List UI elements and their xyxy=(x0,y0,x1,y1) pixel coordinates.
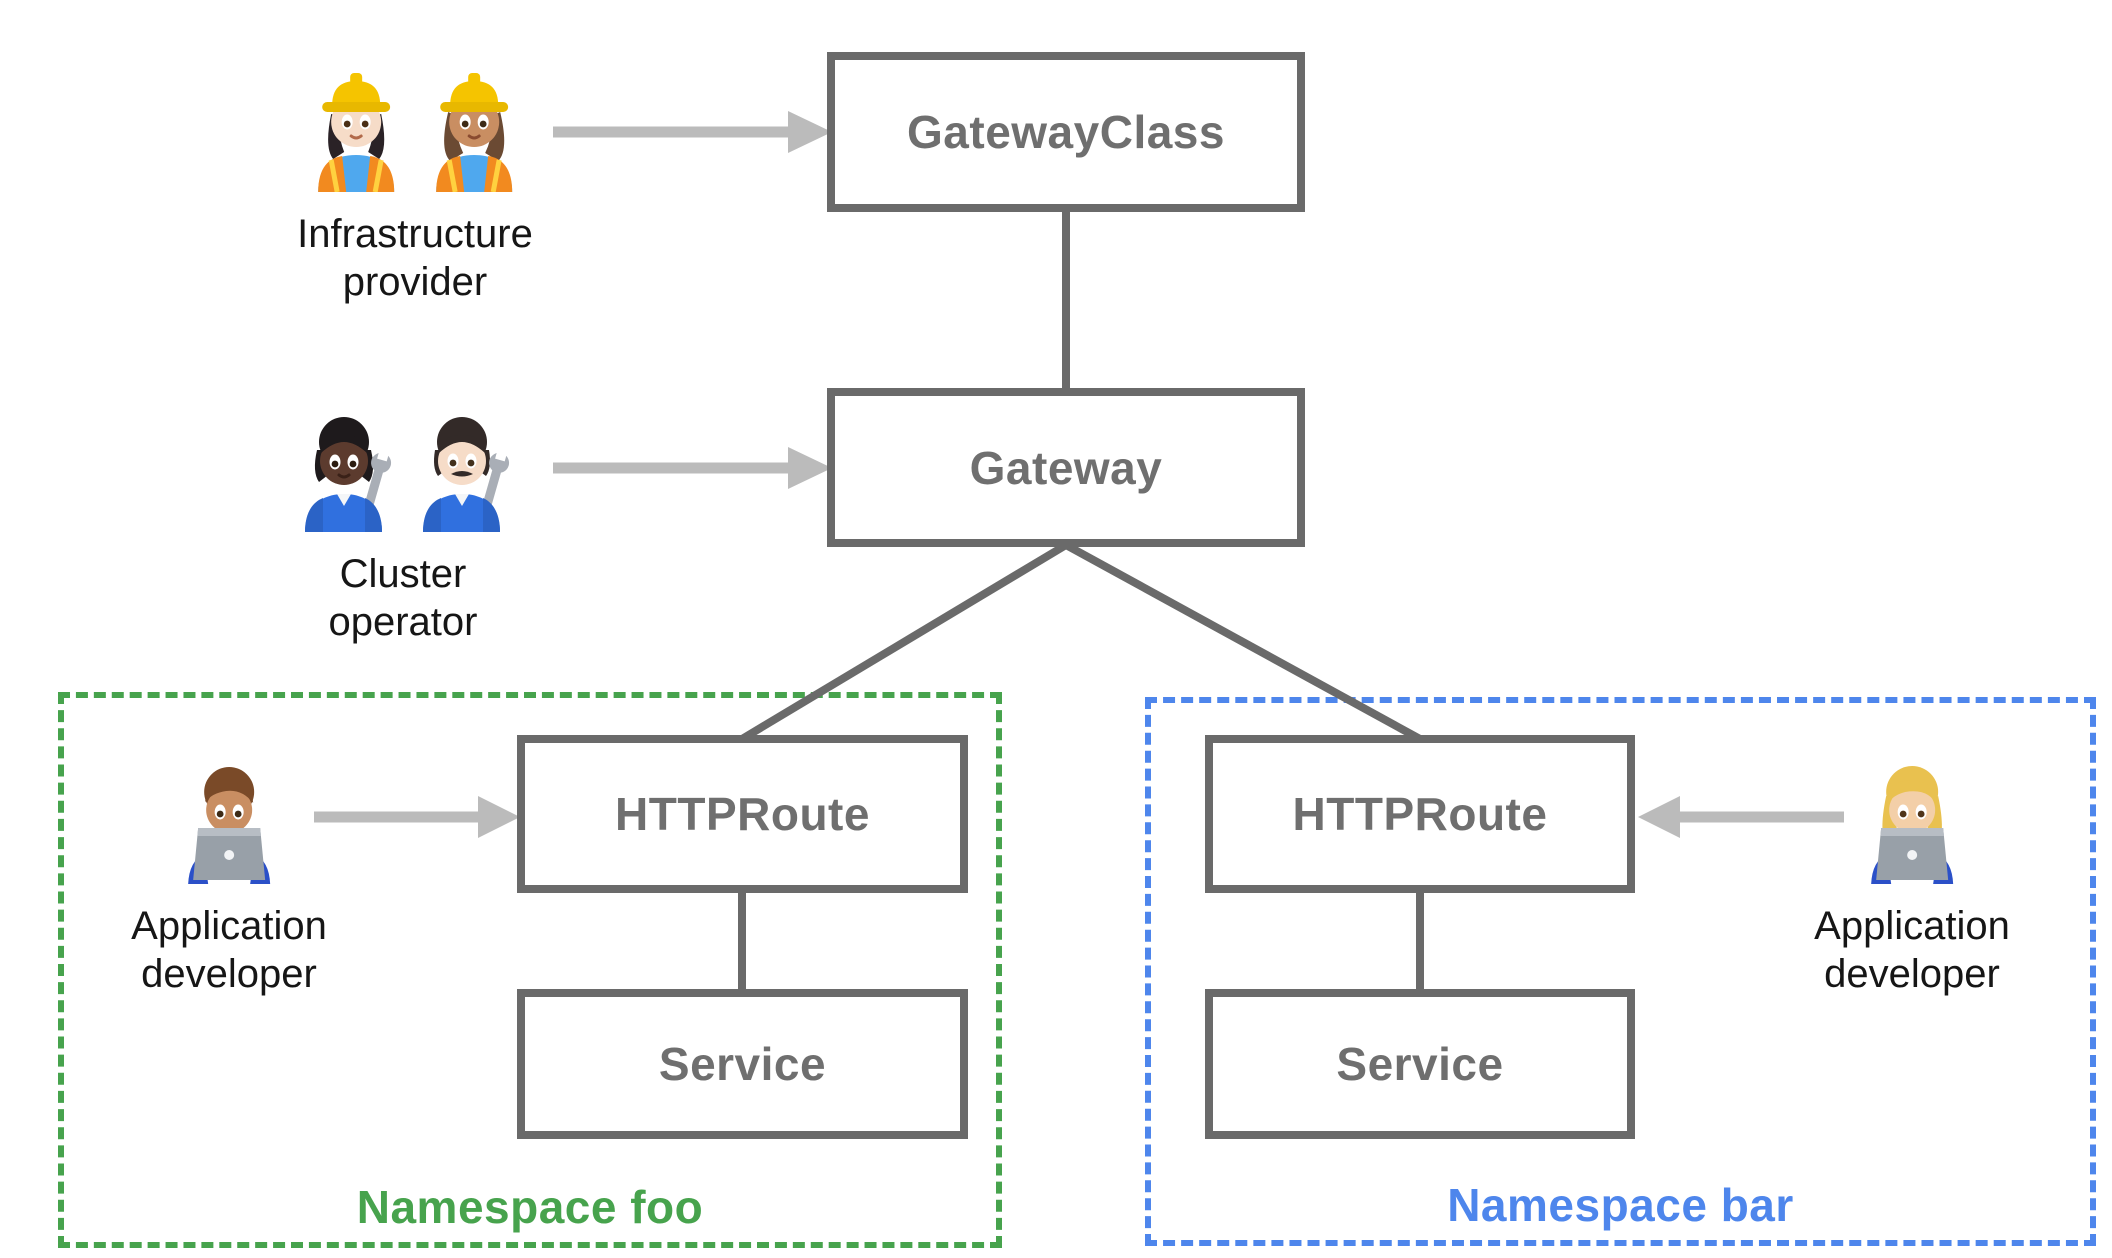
node-service-foo: Service xyxy=(517,989,968,1139)
man-technologist-icon xyxy=(173,752,285,884)
app-developer-bar-label: Application developer xyxy=(1814,904,2010,996)
arrow-infrastructure-provider xyxy=(553,111,832,153)
mechanics-icon xyxy=(288,400,518,532)
node-gateway: Gateway xyxy=(827,388,1305,547)
woman-technologist-icon xyxy=(1856,752,1968,884)
node-gatewayclass: GatewayClass xyxy=(827,52,1305,212)
person-mechanic-dark-icon xyxy=(305,417,392,532)
node-service-bar: Service xyxy=(1205,989,1635,1139)
arrow-cluster-operator xyxy=(553,447,832,489)
node-service-bar-label: Service xyxy=(1336,1038,1504,1090)
construction-workers-icon xyxy=(300,60,530,192)
persona-infrastructure-provider: Infrastructure provider xyxy=(297,60,533,306)
cluster-operator-label: Cluster operator xyxy=(328,552,478,644)
node-service-foo-label: Service xyxy=(658,1038,827,1090)
node-httproute-foo: HTTPRoute xyxy=(517,735,968,893)
infrastructure-provider-label: Infrastructure provider xyxy=(297,212,533,304)
node-gatewayclass-label: GatewayClass xyxy=(907,106,1225,158)
node-httproute-foo-label: HTTPRoute xyxy=(615,788,870,840)
namespace-bar-label: Namespace bar xyxy=(1447,1179,1794,1231)
node-httproute-bar: HTTPRoute xyxy=(1205,735,1635,893)
app-developer-foo-label: Application developer xyxy=(131,904,327,996)
persona-app-developer-bar: Application developer xyxy=(1814,752,2010,998)
man-technologist-icon-glyph xyxy=(188,767,270,884)
node-httproute-bar-label: HTTPRoute xyxy=(1292,788,1548,840)
node-gateway-label: Gateway xyxy=(969,441,1163,494)
woman-construction-worker-light-icon xyxy=(318,73,394,192)
namespace-bar-box: Namespace bar xyxy=(1145,697,2096,1246)
woman-construction-worker-medium-icon xyxy=(436,73,512,192)
persona-cluster-operator: Cluster operator xyxy=(288,400,518,646)
namespace-foo-box: Namespace foo xyxy=(58,692,1002,1248)
namespace-foo-label: Namespace foo xyxy=(356,1181,704,1233)
man-mechanic-light-icon xyxy=(423,417,510,532)
woman-technologist-icon-glyph xyxy=(1871,766,1953,884)
persona-app-developer-foo: Application developer xyxy=(131,752,327,998)
